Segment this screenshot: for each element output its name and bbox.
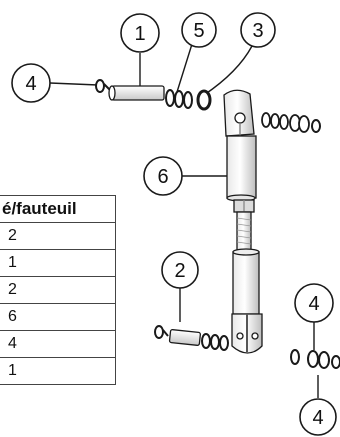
callout-4a: 4 [25, 73, 36, 95]
table-cell: 1 [0, 357, 116, 385]
table-row: 1 [0, 357, 116, 385]
table-cell: 6 [0, 303, 116, 331]
leader-3 [203, 45, 253, 96]
bottom-clevis-hole-right [251, 332, 259, 340]
table-row: 2 [0, 276, 116, 304]
washer-right-5 [298, 115, 310, 133]
bottom-clevis-hole-left [236, 332, 244, 340]
right-washer-stack [261, 112, 321, 133]
lower-tube-top [232, 248, 260, 256]
table-row: 4 [0, 330, 116, 358]
clip-lower-right [331, 355, 340, 369]
washer-lower-right-1 [290, 349, 300, 365]
quantity-table-header-row: é/fauteuil [0, 195, 116, 223]
lower-right-washers [290, 349, 340, 369]
pin-part-1 [111, 85, 165, 101]
upper-tube [226, 135, 257, 199]
callout-2: 2 [174, 260, 185, 282]
callout-3-circle [240, 12, 276, 48]
washer-lower-a [201, 333, 211, 349]
callout-4c: 4 [312, 407, 323, 429]
table-cell: 2 [0, 222, 116, 250]
callout-4a-circle [11, 63, 51, 103]
table-cell: 1 [0, 249, 116, 277]
table-cell: 2 [0, 276, 116, 304]
clip-lower-left [154, 325, 164, 339]
washer-part-5-a [165, 89, 175, 107]
washer-lower-right-2 [307, 350, 319, 368]
washer-lower-right-3 [318, 351, 330, 369]
callout-6: 6 [157, 166, 168, 188]
quantity-table: é/fauteuil 2 1 2 6 4 1 [0, 195, 116, 385]
top-clevis-hole [234, 112, 246, 124]
table-cell: 4 [0, 330, 116, 358]
callout-5: 5 [193, 20, 204, 42]
callout-5-circle [181, 12, 217, 48]
washer-lower-b [210, 334, 220, 350]
rod-threads [236, 217, 252, 245]
washer-right-2 [270, 113, 280, 129]
washer-part-5-b [174, 90, 184, 108]
callout-4b-circle [294, 283, 334, 323]
callout-4b: 4 [308, 293, 319, 315]
washer-right-3 [279, 114, 289, 130]
leader-4a [49, 82, 99, 86]
callouts [11, 12, 337, 436]
table-row: 6 [0, 303, 116, 331]
lower-tube [232, 251, 260, 315]
washer-part-3 [196, 89, 212, 111]
leader-lines [49, 43, 319, 398]
callout-2-circle [161, 251, 199, 289]
clip-upper-left [95, 79, 105, 93]
lower-pin-assembly [154, 325, 229, 351]
table-row: 2 [0, 222, 116, 250]
callout-3: 3 [252, 20, 263, 42]
leader-5 [176, 43, 193, 93]
washer-lower-c [219, 335, 229, 351]
callout-1: 1 [134, 23, 145, 45]
callout-4c-circle [299, 398, 337, 436]
clip-lower-left-tail [162, 329, 169, 337]
quantity-table-header: é/fauteuil [0, 195, 116, 223]
callout-6-circle [143, 156, 183, 196]
rod-assembly-part-6 [223, 89, 263, 354]
upper-pin-assembly [95, 79, 212, 111]
pin-part-1-end [108, 85, 116, 101]
callout-labels: 1 5 3 4 6 2 4 4 [25, 20, 323, 429]
clip-right [311, 119, 321, 133]
pin-part-2 [168, 329, 201, 346]
washer-part-5-c [183, 91, 193, 109]
callout-1-circle [120, 13, 160, 53]
table-row: 1 [0, 249, 116, 277]
washer-right-1 [261, 112, 271, 128]
